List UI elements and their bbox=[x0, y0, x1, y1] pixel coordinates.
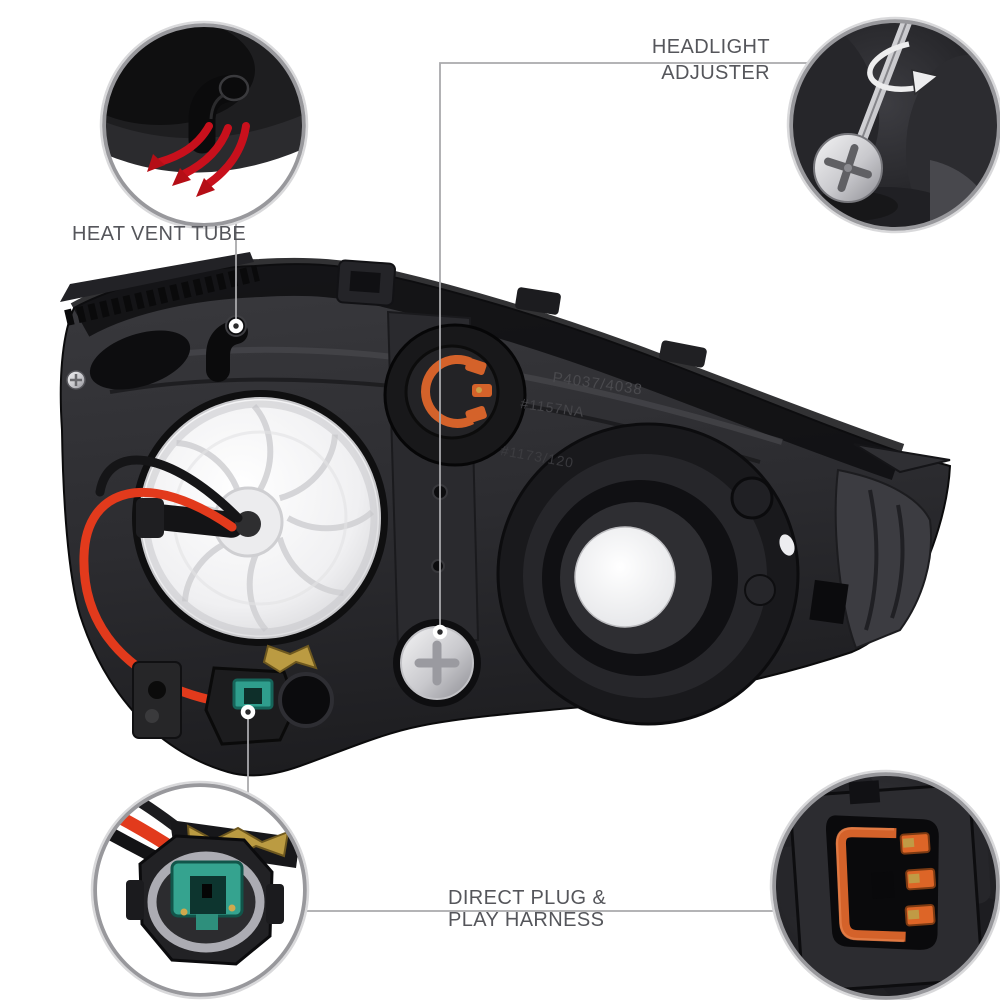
bulb-socket-orange bbox=[383, 323, 527, 467]
mounting-bracket bbox=[132, 661, 182, 739]
top-tab-1 bbox=[515, 287, 561, 315]
adjuster-screw-on-housing bbox=[393, 619, 481, 707]
plug-connector-body bbox=[126, 834, 284, 966]
spine-screw-2 bbox=[431, 559, 445, 573]
headlight-adjuster-label-line2: ADJUSTER bbox=[661, 62, 770, 84]
direct-plug-label-line1: DIRECT PLUG & bbox=[448, 887, 607, 909]
direct-plug-label-line2: PLAY HARNESS bbox=[448, 909, 605, 931]
rotation-arrow-icon bbox=[867, 41, 940, 96]
ring-marker-plug bbox=[240, 704, 256, 720]
socket-orange-gasket bbox=[836, 827, 906, 942]
callout-circle-socket bbox=[769, 769, 1000, 1000]
right-fin bbox=[853, 443, 951, 474]
callout-circle-adjuster bbox=[786, 16, 1000, 234]
right-end-ribs bbox=[864, 489, 905, 631]
black-wire bbox=[95, 455, 243, 523]
bulb-opening bbox=[574, 526, 676, 628]
headlight-adjuster-label: HEADLIGHT ADJUSTER bbox=[520, 34, 770, 86]
cap-screw-2 bbox=[744, 574, 776, 606]
callout-circle-heat-vent bbox=[99, 20, 309, 230]
headlight-adjuster-label-line1: HEADLIGHT bbox=[651, 36, 770, 58]
housing-round-hole bbox=[278, 672, 334, 728]
socket-terminals bbox=[899, 832, 937, 927]
cap-screw-1 bbox=[730, 476, 774, 520]
housing-screw-left bbox=[66, 370, 86, 390]
headlight-housing: P4037/4038 #1157NA #1173/120 bbox=[59, 252, 952, 777]
leader-ring-markers bbox=[228, 318, 448, 720]
heat-airflow-arrows bbox=[147, 122, 250, 197]
lens-edge-strip bbox=[60, 252, 254, 302]
callout-circle-plug bbox=[90, 780, 310, 1000]
red-wire bbox=[79, 488, 255, 707]
plug-rubber-seal bbox=[147, 851, 265, 953]
bulb-wire-plug bbox=[136, 498, 164, 538]
bulb-wire-stem bbox=[148, 504, 244, 538]
lens-serrated-edge bbox=[64, 265, 260, 326]
ring-marker-heat-vent bbox=[228, 318, 244, 334]
ring-marker-adjuster bbox=[432, 624, 448, 640]
heat-vent-tube-label: HEAT VENT TUBE bbox=[72, 223, 247, 245]
top-bracket-slot bbox=[349, 270, 381, 293]
right-dark-plate bbox=[809, 579, 849, 625]
right-end-panel bbox=[834, 468, 932, 650]
leader-lines bbox=[235, 62, 812, 912]
housing-recess bbox=[89, 330, 191, 390]
white-vent-hole bbox=[779, 534, 795, 556]
socket-body bbox=[777, 780, 991, 992]
heat-vent-tube-detail bbox=[188, 74, 250, 154]
projector-bore bbox=[496, 422, 800, 726]
reflector-motor-disc bbox=[132, 390, 388, 646]
direct-plug-label: DIRECT PLUG & PLAY HARNESS bbox=[448, 887, 606, 931]
leader-adjuster bbox=[439, 62, 812, 627]
top-tab-2 bbox=[659, 340, 707, 368]
gold-retainer-clip bbox=[262, 644, 318, 674]
